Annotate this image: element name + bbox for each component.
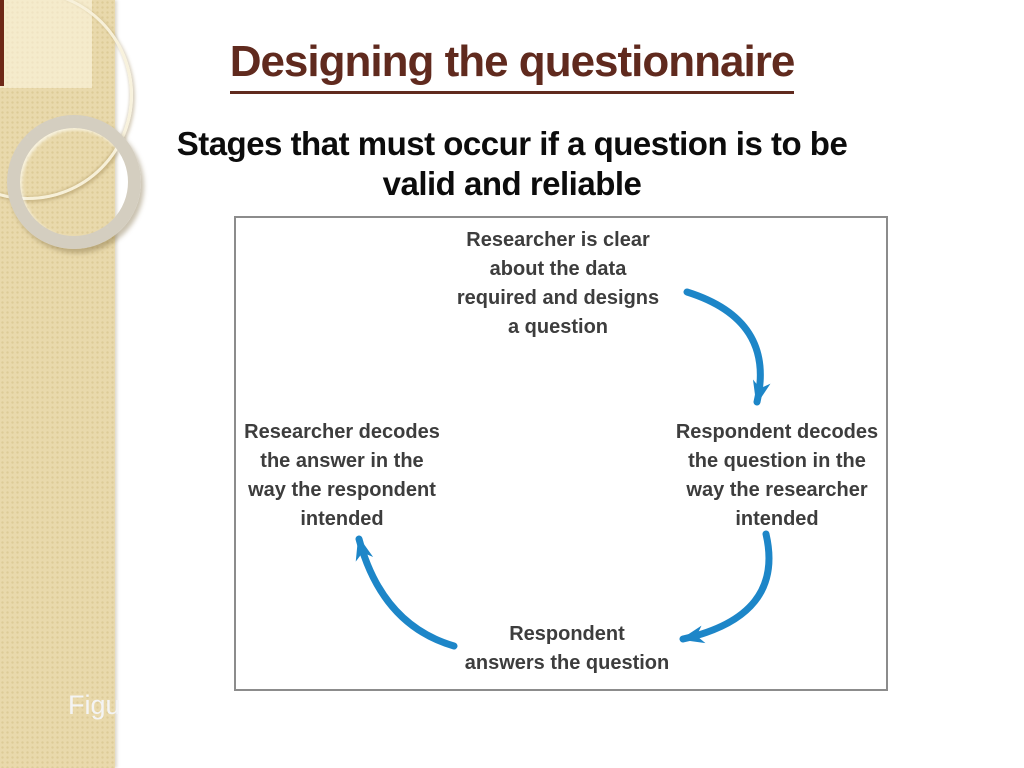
node-line: the answer in the	[260, 450, 424, 472]
arrow-right-to-bottom	[679, 530, 773, 644]
subtitle-line-2: valid and reliable	[382, 165, 642, 202]
node-line: Researcher is clear	[466, 229, 650, 251]
slide-subtitle: Stages that must occur if a question is …	[0, 124, 1024, 204]
node-line: Respondent decodes	[675, 421, 879, 443]
node-line: way the researcher	[686, 479, 868, 501]
slide-title-text: Designing the questionnaire	[229, 37, 795, 95]
node-respondent-decodes: Respondent decodes the question in the w…	[676, 418, 878, 534]
node-line: Respondent	[509, 623, 625, 645]
node-line: answers the question	[464, 652, 670, 674]
node-line: intended	[300, 508, 384, 530]
arrow-bottom-to-left	[355, 535, 458, 650]
node-researcher-designs: Researcher is clear about the data requi…	[457, 226, 659, 342]
node-line: about the data	[489, 258, 627, 280]
accent-stripe	[0, 0, 4, 86]
node-line: intended	[735, 508, 819, 530]
figure-caption: Figu	[68, 690, 121, 720]
node-respondent-answers: Respondent answers the question	[465, 620, 670, 678]
node-line: a question	[507, 316, 609, 338]
cycle-diagram: Researcher is clear about the data requi…	[234, 216, 888, 691]
subtitle-line-1: Stages that must occur if a question is …	[176, 125, 848, 162]
node-researcher-decodes: Researcher decodes the answer in the way…	[244, 418, 440, 534]
sidebar-decoration	[0, 0, 141, 768]
node-line: required and designs	[456, 287, 660, 309]
slide-title: Designing the questionnaire	[0, 37, 1024, 95]
arrow-top-to-right	[683, 288, 771, 406]
node-line: the question in the	[688, 450, 866, 472]
node-line: Researcher decodes	[244, 421, 440, 443]
cycle-arrows	[355, 288, 773, 650]
node-line: way the respondent	[248, 479, 436, 501]
